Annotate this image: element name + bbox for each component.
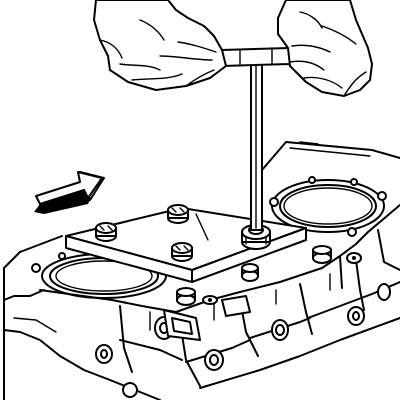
bolt-icon [202,295,218,305]
front-port-small [221,295,251,317]
plate-bolts [95,204,193,262]
bolt-icon [167,204,189,224]
arrow-icon [34,171,105,214]
bolt-icon [241,263,259,282]
bolt-icon [95,222,117,242]
bolt-icon [312,245,332,264]
block-bolts [176,245,362,306]
right-hand [277,0,373,97]
bolt-icon [171,242,193,262]
left-hand [93,0,227,91]
front-port [163,309,201,341]
t-handle-tool [221,47,291,250]
bolt-icon [346,252,362,264]
alignment-plate [65,207,307,283]
bolt-icon [176,287,196,306]
engine-block [3,141,400,400]
front-bolt-bosses [95,283,391,398]
